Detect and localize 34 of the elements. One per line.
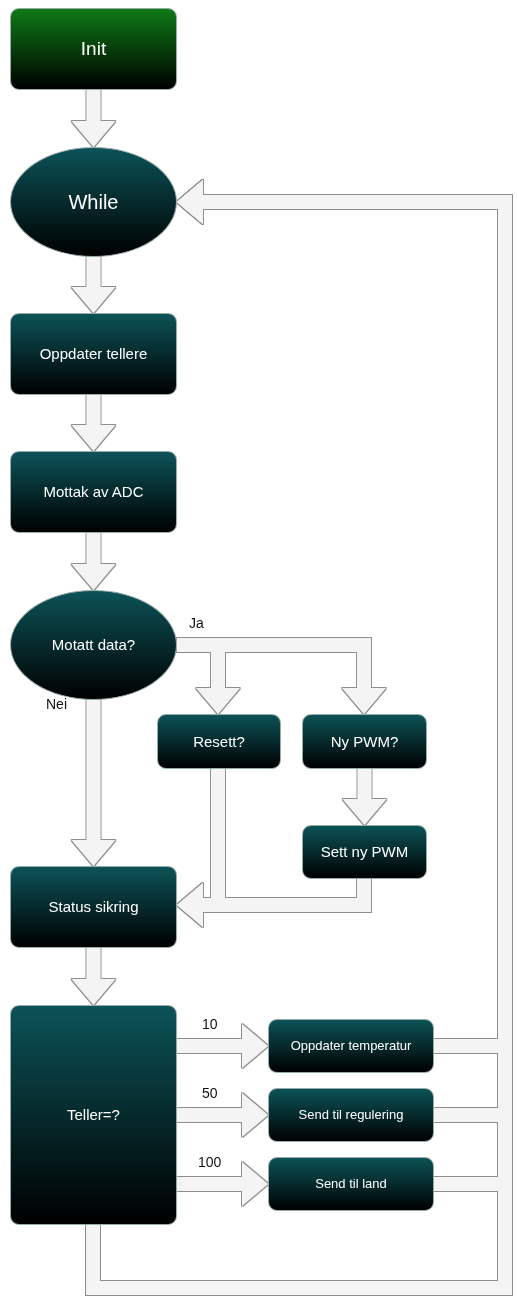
block-arrow: [71, 700, 116, 866]
process-box: [302, 825, 427, 879]
node-label: Send til land: [314, 1176, 388, 1192]
node-label: Ny PWM?: [329, 732, 400, 751]
process-box: [10, 1005, 177, 1225]
node-label: Motatt data?: [50, 636, 137, 654]
block-arrow: [342, 769, 387, 825]
block-arrow: [71, 90, 116, 147]
node-label: Oppdater temperatur: [289, 1038, 413, 1054]
node-label: Mottak av ADC: [42, 483, 145, 501]
node-label: Resett?: [192, 732, 246, 751]
node-label: Teller=?: [66, 1106, 121, 1124]
process-box: [10, 866, 177, 948]
process-box: [268, 1019, 434, 1073]
node-label: Init: [79, 38, 108, 60]
block-arrow: [71, 395, 116, 451]
process-box: [10, 451, 177, 533]
block-arrow: [177, 1093, 268, 1137]
block-arrow: [71, 533, 116, 590]
process-box: [157, 714, 281, 769]
process-box: [268, 1157, 434, 1211]
process-box: [268, 1088, 434, 1142]
node-label: Status sikring: [47, 898, 140, 916]
node-label: Sett ny PWM: [319, 843, 410, 861]
process-box: [302, 714, 427, 769]
node-label: While: [67, 190, 120, 214]
block-arrow: [177, 1162, 268, 1206]
process-box: [10, 313, 177, 395]
start-box: [10, 8, 177, 90]
node-label: Oppdater tellere: [38, 345, 149, 363]
block-arrow: [177, 1024, 268, 1068]
block-arrow: [71, 257, 116, 313]
node-label: Send til regulering: [297, 1107, 405, 1123]
block-arrow: [71, 948, 116, 1005]
